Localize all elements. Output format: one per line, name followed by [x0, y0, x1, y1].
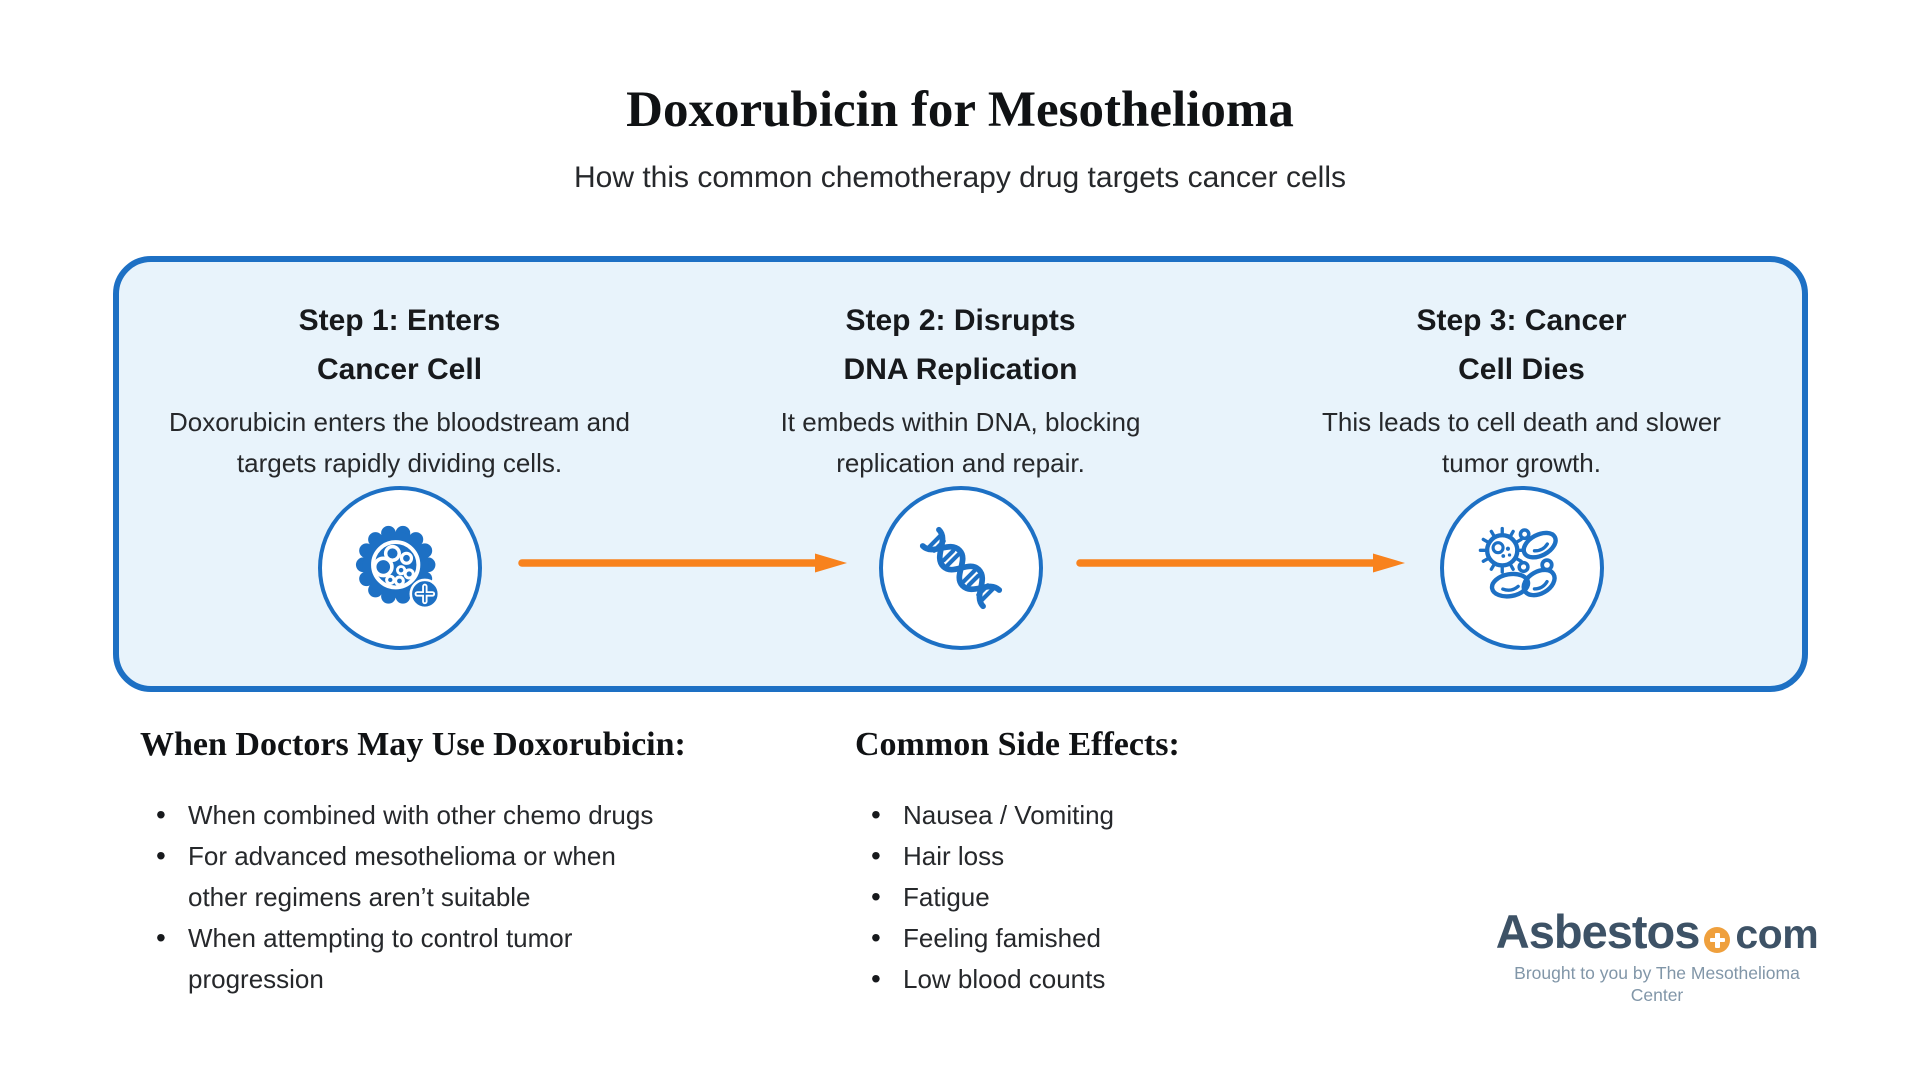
step-2-title: Step 2: Disrupts DNA Replication — [680, 296, 1241, 394]
side-effects-heading: Common Side Effects: — [855, 726, 1180, 763]
logo-tagline: Brought to you by The Mesothelioma Cente… — [1514, 963, 1800, 1005]
step-1-title: Step 1: Enters Cancer Cell — [119, 296, 680, 394]
list-item: Nausea / Vomiting — [865, 794, 1315, 836]
cancer-cell-icon — [355, 525, 440, 610]
dead-cells-icon — [1478, 526, 1558, 599]
plus-icon — [1704, 927, 1731, 953]
usage-list: When combined with other chemo drugs For… — [140, 794, 700, 1000]
step-1: Step 1: Enters Cancer Cell Doxorubicin e… — [119, 296, 680, 686]
usage-section: When Doctors May Use Doxorubicin: When c… — [140, 722, 700, 1000]
step-3: Step 3: Cancer Cell Dies This leads to c… — [1241, 296, 1802, 686]
list-item: For advanced mesothelioma or when other … — [150, 835, 658, 918]
list-item: When attempting to control tumor progres… — [150, 917, 658, 1000]
right-arrow-icon — [518, 553, 847, 573]
logo-wordmark: Asbestos com — [1492, 906, 1822, 958]
step-2-icon-circle — [878, 486, 1043, 650]
step-1-icon-circle — [317, 486, 482, 650]
step-2: Step 2: Disrupts DNA Replication It embe… — [680, 296, 1241, 686]
step-2-description: It embeds within DNA, blocking replicati… — [780, 407, 1141, 478]
page-title: Doxorubicin for Mesothelioma — [626, 82, 1294, 138]
brand-logo: Asbestos com Brought to you by The Mesot… — [1492, 906, 1822, 1006]
dna-helix-icon — [919, 526, 1002, 610]
logo-brand-text: Asbestos — [1495, 905, 1701, 958]
right-arrow-icon — [1076, 553, 1405, 573]
step-3-title-line2: Cell Dies — [1458, 353, 1585, 386]
step-2-title-line1: Step 2: Disrupts — [845, 304, 1076, 337]
step-3-description: This leads to cell death and slower tumo… — [1322, 407, 1721, 478]
step-1-title-line1: Step 1: Enters — [298, 304, 501, 337]
list-item: When combined with other chemo drugs — [150, 794, 658, 836]
step-1-title-line2: Cancer Cell — [316, 353, 483, 386]
step-3-title-line1: Step 3: Cancer — [1416, 304, 1627, 337]
page-subtitle: How this common chemotherapy drug target… — [573, 161, 1346, 194]
list-item: Low blood counts — [865, 958, 1315, 1000]
step-3-title: Step 3: Cancer Cell Dies — [1241, 296, 1802, 394]
step-3-icon-circle — [1439, 486, 1604, 650]
step-1-description: Doxorubicin enters the bloodstream and t… — [168, 407, 631, 478]
side-effects-section: Common Side Effects: Nausea / Vomiting H… — [855, 722, 1315, 1000]
list-item: Hair loss — [865, 835, 1315, 877]
list-item: Feeling famished — [865, 917, 1315, 959]
side-effects-list: Nausea / Vomiting Hair loss Fatigue Feel… — [855, 794, 1315, 1000]
list-item: Fatigue — [865, 876, 1315, 918]
steps-panel: Step 1: Enters Cancer Cell Doxorubicin e… — [113, 256, 1808, 692]
usage-heading: When Doctors May Use Doxorubicin: — [140, 726, 686, 763]
step-2-title-line2: DNA Replication — [843, 353, 1078, 386]
logo-tld-text: com — [1735, 911, 1819, 957]
